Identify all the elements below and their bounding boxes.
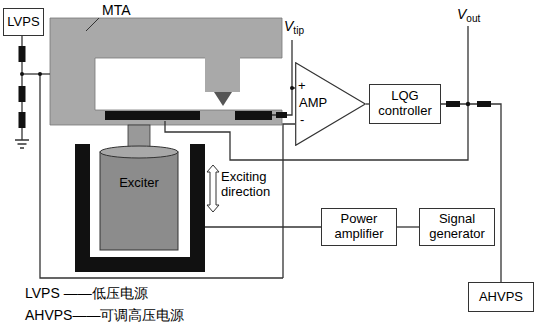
cradle-wall: [75, 144, 90, 272]
amplifier-box: Power amplifier: [321, 208, 397, 246]
generator-box: Signal generator: [419, 208, 495, 246]
direction-label: Exciting direction: [221, 170, 283, 200]
node-label: AHVPS: [479, 290, 523, 305]
abbreviation-note: LVPS ——低压电源: [25, 285, 148, 301]
wire: [22, 73, 50, 74]
cradle-wall: [190, 144, 205, 272]
exciter-cylinder: [100, 152, 178, 250]
resistor-symbol: [19, 86, 26, 102]
abbreviation-note: AHVPS——可调高压电源: [25, 307, 184, 323]
mta-body: [50, 18, 282, 125]
junction-dot: [20, 72, 24, 76]
ground-symbol: [15, 140, 29, 148]
resistor-symbol: [19, 112, 26, 128]
leader-line: [86, 18, 99, 31]
node-label: Power amplifier: [324, 212, 394, 242]
resistor-symbol: [276, 112, 287, 118]
exciter-body: Exciter: [75, 140, 205, 272]
resistor-symbol: [477, 101, 491, 107]
wire-connector: [205, 226, 321, 227]
node-label: Signal generator: [422, 212, 492, 242]
wire-connector: [441, 104, 501, 282]
node-label: Exciter: [100, 176, 178, 191]
resistor-symbol: [19, 46, 26, 62]
wire: [40, 74, 283, 278]
power-supply-box: LVPS: [3, 8, 44, 36]
part-name: MTA: [102, 2, 131, 18]
junction-dot: [466, 102, 470, 106]
node-label: AMP: [299, 96, 327, 111]
cradle-base: [75, 257, 205, 272]
direction-arrow: [207, 165, 219, 212]
signal-name: Vout: [457, 6, 480, 22]
pin-name: -: [300, 113, 304, 128]
bottom-electrode: [105, 111, 200, 120]
probe-tip: [214, 92, 232, 106]
controller-box: LQG controller: [369, 84, 441, 124]
cantilever-block: [205, 57, 240, 92]
cylinder-top: [100, 146, 178, 158]
tip-electrode: [235, 111, 272, 120]
signal-name: Vtip: [284, 18, 304, 34]
wire-connector: [397, 226, 419, 227]
node-label: LVPS: [7, 15, 39, 30]
amplifier-triangle: [296, 63, 366, 146]
wire: [283, 124, 295, 278]
wire: [291, 40, 292, 88]
amplifier-triangle: AMP: [295, 62, 366, 146]
exciter-outline: [75, 140, 205, 272]
wire: [165, 26, 468, 160]
junction-dot: [290, 86, 294, 90]
power-supply-box: AHVPS: [468, 282, 534, 312]
junction-dot: [38, 72, 42, 76]
node-label: LQG controller: [372, 89, 438, 119]
pin-name: +: [298, 79, 306, 94]
resistor-symbol: [446, 101, 460, 107]
wire: [272, 88, 295, 115]
